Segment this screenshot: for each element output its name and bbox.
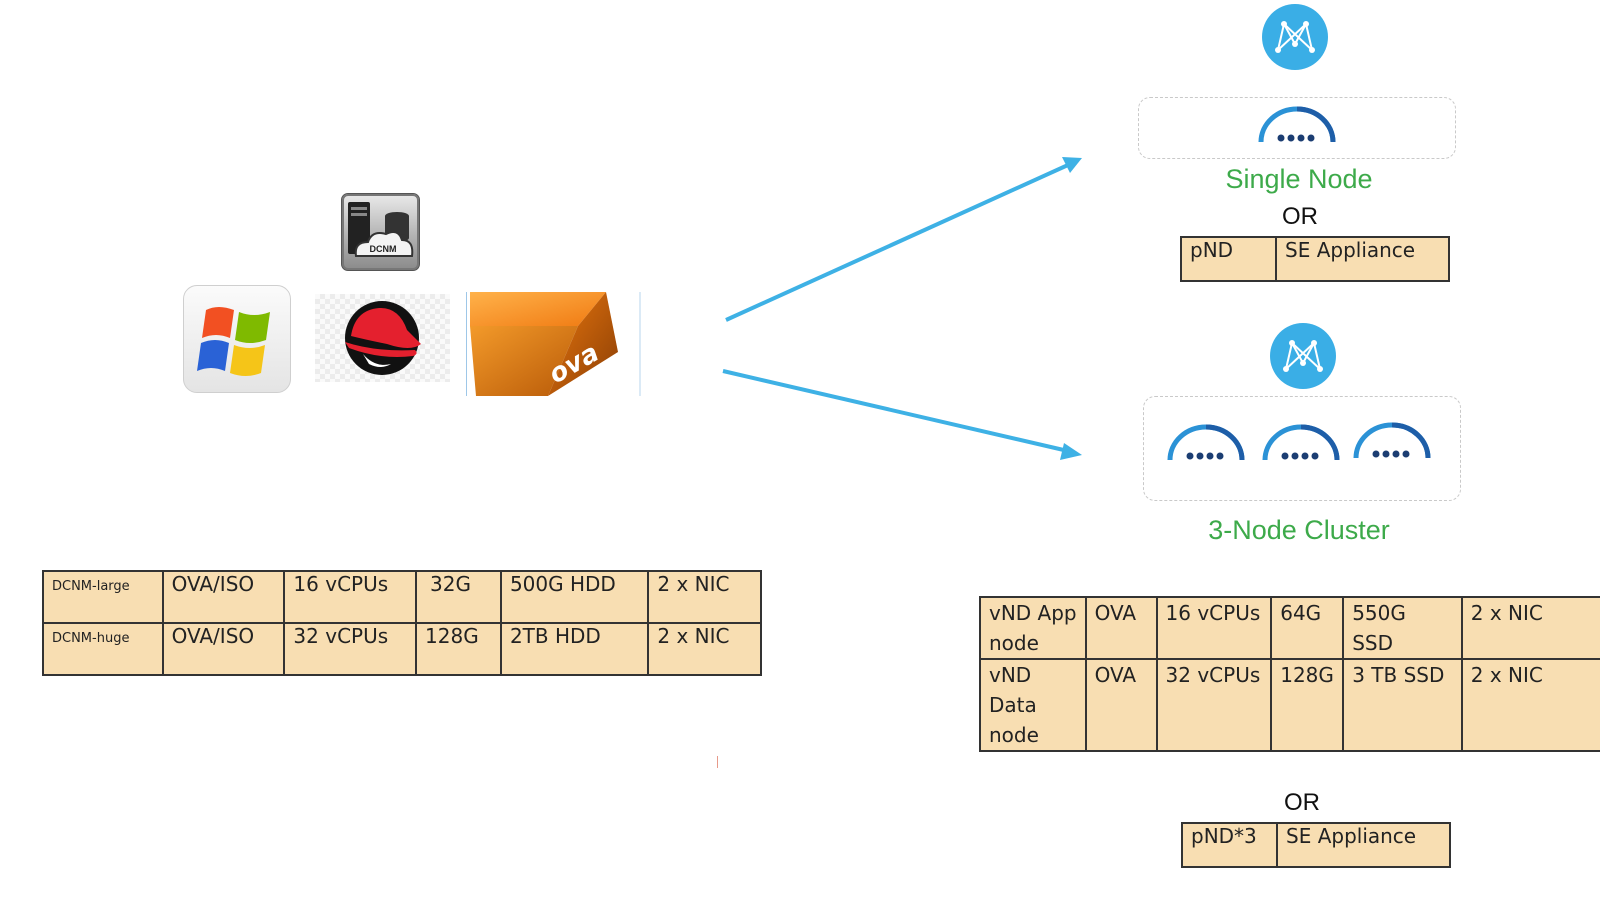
table-cell: OVA xyxy=(1084,596,1158,660)
table-cell: 2 x NIC xyxy=(647,570,762,624)
node-icon xyxy=(1262,424,1340,461)
table-cell: DCNM-huge xyxy=(42,622,164,676)
table-cell: 32 vCPUs xyxy=(283,622,418,676)
table-row: pND*3 SE Appliance xyxy=(1181,822,1451,868)
table-cell: 2 x NIC xyxy=(647,622,762,676)
node-icon xyxy=(1258,106,1336,143)
arrow-to-cluster xyxy=(722,369,1069,453)
nd-logo-icon xyxy=(1262,4,1328,70)
table-cell: OVA/ISO xyxy=(161,622,286,676)
table-cell: 128G xyxy=(1270,658,1345,752)
table-cell: 2 x NIC xyxy=(1460,596,1600,660)
table-cell: OVA xyxy=(1084,658,1158,752)
divider-tick xyxy=(717,756,718,768)
dcnm-spec-table: DCNM-large OVA/ISO 16 vCPUs 32G 500G HDD… xyxy=(42,570,762,676)
cluster-label: 3-Node Cluster xyxy=(1208,515,1390,545)
redhat-logo-icon xyxy=(315,294,450,382)
vnd-spec-table: vND App node OVA 16 vCPUs 64G 550G SSD 2… xyxy=(979,596,1600,752)
node-icon xyxy=(1353,422,1431,459)
dcnm-server-icon: DCNM xyxy=(341,193,420,271)
table-row: vND Data node OVA 32 vCPUs 128G 3 TB SSD… xyxy=(979,658,1600,752)
table-cell: 550G SSD xyxy=(1342,596,1463,660)
arrowhead-cluster xyxy=(1060,443,1082,460)
node-icon xyxy=(1167,424,1245,461)
cluster-appliance-table: pND*3 SE Appliance xyxy=(1181,822,1451,868)
or-label-single: OR xyxy=(1282,203,1318,230)
windows-logo-icon xyxy=(183,285,291,393)
table-cell: 500G HDD xyxy=(499,570,650,624)
table-cell: 2 x NIC xyxy=(1460,658,1600,752)
table-cell: vND App node xyxy=(979,596,1087,660)
table-cell: 16 vCPUs xyxy=(1155,596,1273,660)
table-cell: pND*3 xyxy=(1181,822,1278,868)
arrow-to-single-node xyxy=(725,163,1069,322)
table-row: vND App node OVA 16 vCPUs 64G 550G SSD 2… xyxy=(979,596,1600,660)
table-cell: SE Appliance xyxy=(1276,822,1451,868)
cluster-node-box xyxy=(1143,396,1461,501)
single-node-appliance-table: pND SE Appliance xyxy=(1180,236,1450,282)
table-row: pND SE Appliance xyxy=(1180,236,1450,282)
table-cell: pND xyxy=(1180,236,1277,282)
table-cell: SE Appliance xyxy=(1275,236,1450,282)
table-cell: 128G xyxy=(415,622,502,676)
table-cell: 3 TB SSD xyxy=(1342,658,1463,752)
or-label-cluster: OR xyxy=(1284,789,1320,816)
single-node-label: Single Node xyxy=(1225,164,1373,194)
table-cell: 64G xyxy=(1270,596,1345,660)
table-cell: 32G xyxy=(415,570,502,624)
single-node-box xyxy=(1138,97,1456,159)
table-cell: DCNM-large xyxy=(42,570,164,624)
table-row: DCNM-large OVA/ISO 16 vCPUs 32G 500G HDD… xyxy=(42,570,762,624)
table-cell: vND Data node xyxy=(979,658,1087,752)
table-cell: 32 vCPUs xyxy=(1155,658,1273,752)
table-row: DCNM-huge OVA/ISO 32 vCPUs 128G 2TB HDD … xyxy=(42,622,762,676)
ova-package-icon: ova xyxy=(465,292,641,396)
table-cell: 16 vCPUs xyxy=(283,570,418,624)
arrowhead-single-node xyxy=(1062,157,1082,173)
nd-logo-icon xyxy=(1270,323,1336,389)
dcnm-icon-label: DCNM xyxy=(370,244,397,254)
table-cell: 2TB HDD xyxy=(499,622,650,676)
table-cell: OVA/ISO xyxy=(161,570,286,624)
